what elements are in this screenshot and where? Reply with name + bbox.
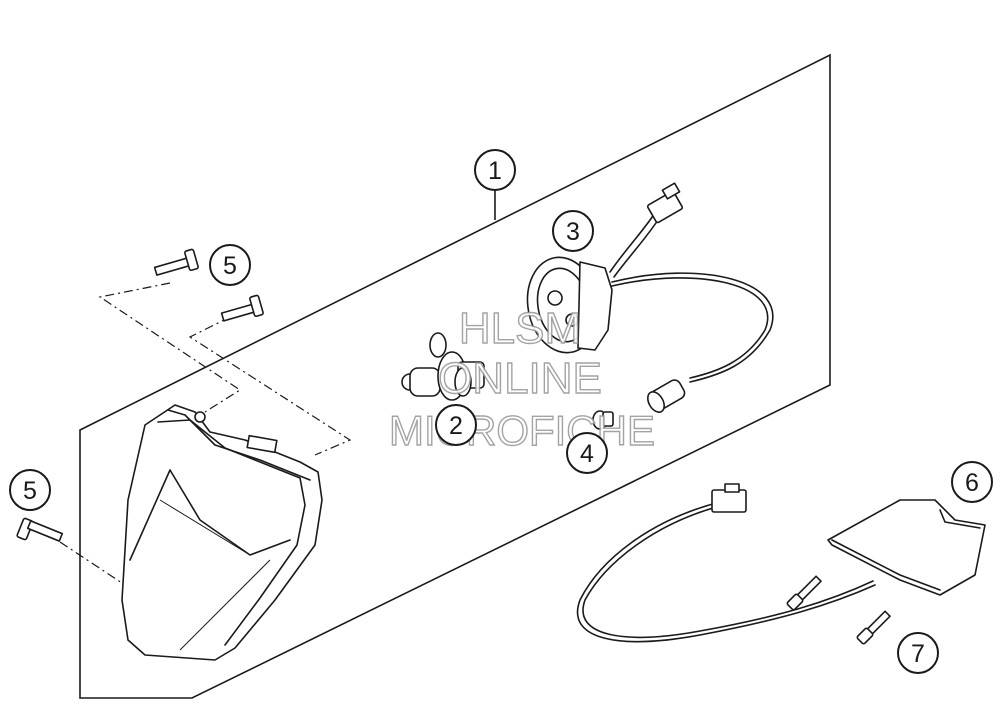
wire-loop-b (611, 277, 769, 379)
callout-label-5-left: 5 (23, 477, 37, 505)
headlight-cover (827, 499, 986, 596)
callout-4: 4 (566, 432, 608, 474)
watermark-line3: MICROFICHE (389, 407, 655, 454)
callout-6: 6 (951, 461, 993, 503)
callout-label-4: 4 (580, 440, 594, 468)
screw-guide-lower (188, 316, 352, 456)
assembly-frame (79, 53, 831, 699)
screw-5-middle (220, 294, 264, 322)
lower-harness (576, 501, 876, 643)
wire-upper (609, 212, 656, 273)
watermark-line1: HLSM (459, 304, 581, 353)
callout-label-5-upper: 5 (223, 252, 237, 280)
callout-label-3: 3 (566, 218, 580, 246)
wire-upper-b (613, 216, 661, 278)
watermark-line2: ONLINE (438, 354, 602, 403)
callout-5-left: 5 (9, 469, 51, 511)
callout-label-7: 7 (911, 640, 925, 668)
callout-3: 3 (552, 210, 594, 252)
screw-5-left (16, 517, 64, 542)
callout-label-6: 6 (965, 469, 979, 497)
connector-upper (646, 182, 684, 224)
screw-7-lower (856, 610, 891, 645)
screw-5-upper (153, 248, 199, 276)
callout-1: 1 (474, 149, 516, 191)
screw-guide-upper (98, 282, 242, 413)
lower-harness-b (582, 505, 874, 639)
parking-bulb-socket (647, 379, 686, 413)
callout-5-upper: 5 (209, 244, 251, 286)
callout-7: 7 (897, 632, 939, 674)
headlight-bulb (401, 332, 485, 401)
screw-7-upper (786, 575, 822, 611)
callout-2: 2 (435, 404, 477, 446)
wire-loop (611, 272, 774, 383)
headlight-housing (121, 404, 323, 661)
callout-label-2: 2 (449, 412, 463, 440)
watermark: HLSM ONLINE MICROFICHE (388, 303, 655, 454)
connector-lower (711, 483, 747, 513)
callout-label-1: 1 (488, 157, 502, 185)
parking-bulb (592, 410, 614, 430)
screw-guide-left (59, 541, 126, 586)
bulb-holder (526, 256, 613, 354)
